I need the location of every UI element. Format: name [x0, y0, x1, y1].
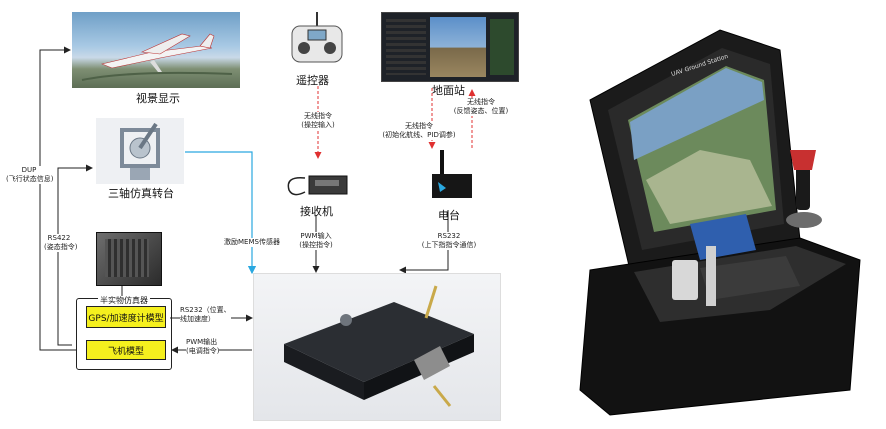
pwm-out-line2: (电调指令) — [186, 347, 220, 355]
dup-label-line2: (飞行状态信息) — [6, 175, 54, 183]
aircraft-model-label: 飞机模型 — [107, 346, 144, 357]
mems-label: 激励MEMS传感器 — [224, 238, 280, 247]
airplane-icon — [81, 33, 233, 81]
wireless-gs-up-line1: 无线指令 — [467, 98, 495, 106]
wireless-gs-up-label: 无线指令 (反馈姿态、位置) — [452, 98, 510, 116]
pwm-out-line1: PWM输出 — [186, 338, 218, 346]
turntable-icon — [120, 122, 160, 180]
rs232-radio-label: RS232 (上下指指令通信) — [418, 232, 480, 250]
rs422-line — [57, 164, 93, 346]
receiver-icon — [287, 175, 348, 196]
gcs-case-illustration — [579, 29, 861, 416]
dup-line — [39, 46, 76, 351]
pwm-in-line2: (操控指令) — [299, 241, 333, 249]
rs422-label-line1: RS422 — [47, 234, 71, 242]
wireless-gs-down-label: 无线指令 (初始化航线、PID调参) — [380, 122, 458, 140]
pwm-out-label: PWM输出 (电调指令) — [186, 338, 220, 356]
radio-image — [418, 148, 484, 204]
receiver-label: 接收机 — [300, 205, 333, 218]
receiver-image — [275, 160, 353, 200]
pwm-in-line1: PWM输入 — [300, 232, 332, 240]
flight-control-board-image — [253, 273, 501, 421]
gps-model-label: GPS/加速度计模型 — [88, 313, 164, 324]
hil-simulator-label: 半实物仿真器 — [98, 296, 150, 305]
pwm-in-label: PWM输入 (操控指令) — [296, 232, 336, 250]
wireless-gs-down-line2: (初始化航线、PID调参) — [382, 131, 456, 139]
radio-label: 电台 — [438, 209, 460, 222]
radio-icon — [432, 150, 472, 198]
rs422-label-line2: (姿态指令) — [44, 243, 78, 251]
remote-controller-image — [286, 10, 348, 66]
ground-station-label: 地面站 — [432, 84, 465, 97]
flight-controller-icon — [284, 285, 474, 407]
turntable-label: 三轴仿真转台 — [108, 187, 174, 200]
wireless-gs-down-line1: 无线指令 — [405, 122, 433, 130]
ground-control-station-device: UAV Ground Station — [550, 10, 880, 420]
turntable-image — [96, 118, 184, 184]
wireless-rc-label: 无线指令 (操控输入) — [296, 112, 340, 130]
rs232-radio-line1: RS232 — [437, 232, 461, 240]
wireless-rc-label-line2: (操控输入) — [301, 121, 335, 129]
dup-label: DUP (飞行状态信息) — [6, 166, 54, 184]
mems-line — [185, 151, 257, 275]
visual-display-label: 视景显示 — [136, 92, 180, 105]
ground-station-image — [381, 12, 519, 82]
hil-computer-image — [96, 232, 162, 286]
aircraft-model-box: 飞机模型 — [86, 340, 166, 360]
remote-controller-label: 遥控器 — [296, 74, 329, 87]
remote-controller-icon — [291, 12, 343, 63]
rs232-radio-line2: (上下指指令通信) — [421, 241, 477, 249]
wireless-gs-up-line2: (反馈姿态、位置) — [453, 107, 509, 115]
wireless-rc-label-line1: 无线指令 — [304, 112, 332, 120]
visual-display-image — [72, 12, 240, 88]
rs232-gps-line2: 线加速度） — [180, 315, 215, 323]
rs232-gps-label: RS232（位置、 线加速度） — [180, 306, 231, 324]
rs232-gps-line1: RS232（位置、 — [180, 306, 231, 314]
dup-label-line1: DUP — [21, 166, 37, 174]
gps-model-box: GPS/加速度计模型 — [86, 306, 166, 328]
radio-to-board — [399, 210, 449, 274]
rs422-label: RS422 (姿态指令) — [44, 234, 78, 252]
